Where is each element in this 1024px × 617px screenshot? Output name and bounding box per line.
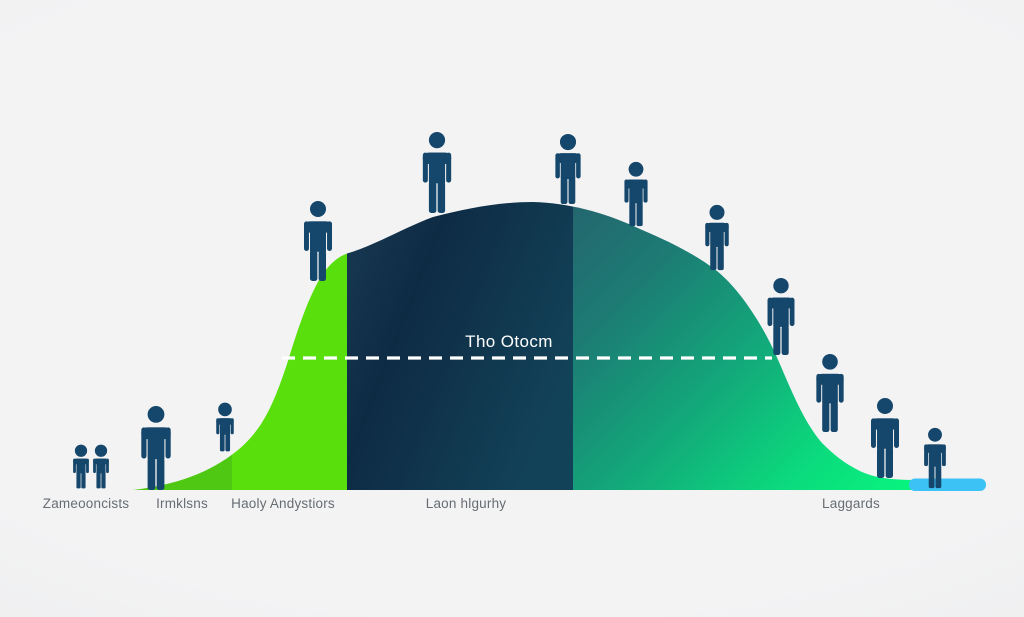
segment-label: Irmklsns — [156, 496, 208, 511]
segment-label: Laon hlgurhy — [425, 496, 507, 511]
person-icon — [871, 398, 899, 478]
person-icon — [705, 204, 729, 271]
person-icon — [216, 402, 234, 452]
chasm-label: Tho Otocm — [465, 332, 553, 351]
segment-label: Haoly Andystiors — [231, 496, 335, 511]
segment-label: Laggards — [822, 496, 880, 511]
segment-early-adopters-fill — [232, 202, 347, 490]
person-icon — [141, 406, 171, 490]
segment-early-majority-fill — [347, 202, 573, 490]
laggards-bar — [909, 478, 986, 491]
segment-label: Zameooncists — [42, 496, 130, 511]
bell-curve-segments — [133, 202, 913, 490]
person-icon — [73, 444, 89, 489]
person-icon — [93, 444, 109, 489]
segment-late-majority-fill — [573, 202, 913, 490]
person-icon — [624, 161, 648, 227]
person-icon — [555, 133, 581, 205]
person-icon — [767, 278, 795, 355]
person-icon — [422, 132, 452, 213]
person-icon — [816, 354, 844, 432]
